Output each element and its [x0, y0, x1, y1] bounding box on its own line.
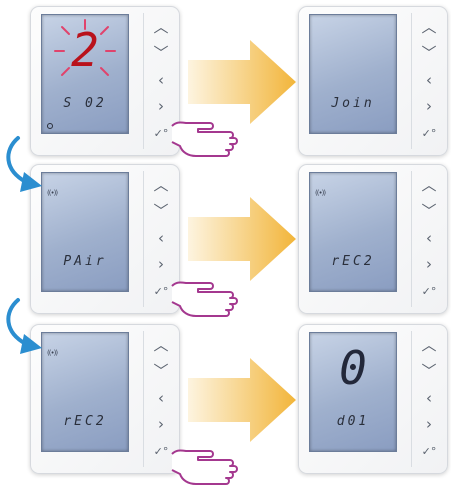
ok-button[interactable]: ✓° [153, 127, 169, 140]
divider [143, 331, 144, 467]
status-dot-icon [47, 123, 53, 129]
curved-arrow-icon [6, 298, 42, 354]
lcd-text: S 02 [63, 96, 107, 111]
left-button[interactable]: ‹ [426, 389, 432, 407]
thermostat-1-right: Join ︿ ﹀ ‹ › ✓° [298, 6, 448, 156]
right-button[interactable]: › [426, 415, 432, 433]
down-button[interactable]: ﹀ [153, 44, 169, 62]
thermostat-2-left: ((•)) PAir ︿ ﹀ ‹ › ✓° [30, 164, 180, 314]
up-button[interactable]: ︿ [421, 18, 437, 36]
lcd-screen: Join [309, 14, 397, 134]
down-button[interactable]: ﹀ [421, 44, 437, 62]
thermostat-3-right: 0 d01 ︿ ﹀ ‹ › ✓° [298, 324, 448, 474]
lcd-text: PAir [63, 254, 107, 269]
divider [143, 13, 144, 149]
lcd-digit: 2 [71, 23, 99, 77]
ok-button[interactable]: ✓° [153, 445, 169, 458]
pointing-hand-icon [171, 121, 238, 157]
up-button[interactable]: ︿ [153, 176, 169, 194]
lcd-digit: 0 [339, 341, 367, 395]
up-button[interactable]: ︿ [153, 18, 169, 36]
lcd-text: d01 [336, 414, 370, 429]
divider [411, 171, 412, 307]
pointing-hand-icon [171, 449, 238, 485]
thermostat-3-left: ((•)) rEC2 ︿ ﹀ ‹ › ✓° [30, 324, 180, 474]
left-button[interactable]: ‹ [158, 229, 164, 247]
glow-burst-icon [54, 19, 116, 76]
curved-arrow-icon [6, 136, 42, 192]
ok-button[interactable]: ✓° [421, 285, 437, 298]
thermostat-2-right: ((•)) rEC2 ︿ ﹀ ‹ › ✓° [298, 164, 448, 314]
lcd-screen: ((•)) PAir [41, 172, 129, 292]
divider [411, 13, 412, 149]
wireless-signal-icon: ((•)) [47, 189, 58, 197]
wireless-signal-icon: ((•)) [47, 349, 58, 357]
lcd-screen: ((•)) rEC2 [41, 332, 129, 452]
ok-button[interactable]: ✓° [153, 285, 169, 298]
wireless-signal-icon: ((•)) [315, 189, 326, 197]
up-button[interactable]: ︿ [421, 176, 437, 194]
down-button[interactable]: ﹀ [421, 362, 437, 380]
left-button[interactable]: ‹ [426, 71, 432, 89]
up-button[interactable]: ︿ [153, 336, 169, 354]
right-button[interactable]: › [158, 255, 164, 273]
right-button[interactable]: › [426, 255, 432, 273]
lcd-text: rEC2 [331, 254, 375, 269]
lcd-text: Join [331, 96, 375, 111]
lcd-text: rEC2 [63, 414, 107, 429]
lcd-screen: ((•)) rEC2 [309, 172, 397, 292]
right-button[interactable]: › [426, 97, 432, 115]
up-button[interactable]: ︿ [421, 336, 437, 354]
right-arrow-icon [188, 40, 296, 124]
divider [143, 171, 144, 307]
right-button[interactable]: › [158, 415, 164, 433]
right-arrow-icon [188, 358, 296, 442]
down-button[interactable]: ﹀ [421, 202, 437, 220]
lcd-screen: 2 S 02 [41, 14, 129, 134]
pointing-hand-icon [171, 281, 238, 317]
left-button[interactable]: ‹ [426, 229, 432, 247]
down-button[interactable]: ﹀ [153, 362, 169, 380]
ok-button[interactable]: ✓° [421, 127, 437, 140]
divider [411, 331, 412, 467]
right-button[interactable]: › [158, 97, 164, 115]
left-button[interactable]: ‹ [158, 71, 164, 89]
thermostat-1-left: 2 S 02 ︿ ﹀ ‹ › ✓° [30, 6, 180, 156]
right-arrow-icon [188, 197, 296, 281]
left-button[interactable]: ‹ [158, 389, 164, 407]
down-button[interactable]: ﹀ [153, 202, 169, 220]
lcd-screen: 0 d01 [309, 332, 397, 452]
ok-button[interactable]: ✓° [421, 445, 437, 458]
